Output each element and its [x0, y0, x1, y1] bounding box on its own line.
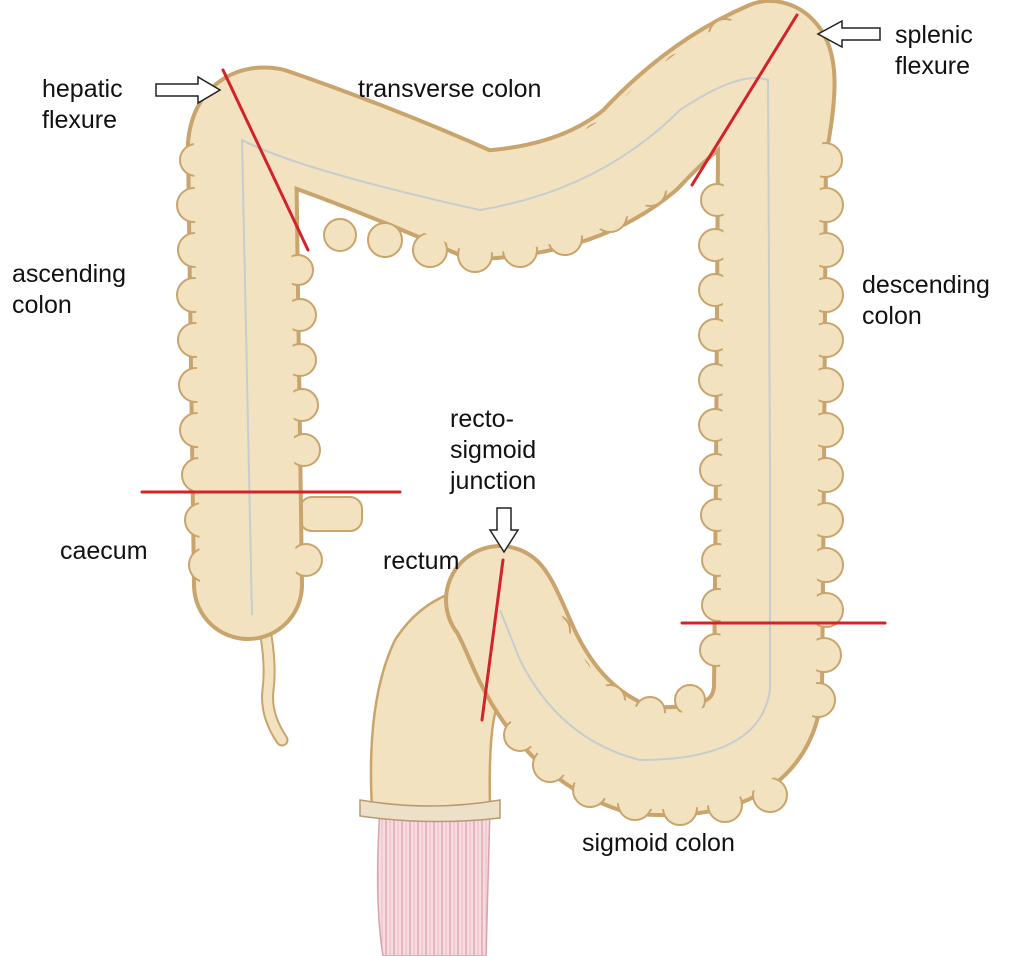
- splenic-flexure-line-1: splenic: [895, 20, 973, 51]
- caecum-label: caecum: [60, 536, 148, 567]
- hepatic-flexure-line-2: flexure: [42, 105, 123, 136]
- rectum-label: rectum: [383, 546, 459, 577]
- descending-colon-line-1: descending: [862, 270, 990, 301]
- hepatic-flexure-line-1: hepatic: [42, 74, 123, 105]
- transverse-colon-label: transverse colon: [358, 74, 541, 105]
- descending-colon-line-2: colon: [862, 301, 990, 332]
- ascending-colon-label: ascending colon: [12, 259, 126, 321]
- anal-canal-tissue: [378, 808, 490, 956]
- hepatic-flexure-label: hepatic flexure: [42, 74, 123, 136]
- ascending-colon-line-1: ascending: [12, 259, 126, 290]
- splenic-flexure-line-2: flexure: [895, 51, 973, 82]
- ileum-stub: [300, 497, 362, 531]
- ascending-colon-line-2: colon: [12, 290, 126, 321]
- splenic-flexure-label: splenic flexure: [895, 20, 973, 82]
- recto-sigmoid-line-1: recto-: [450, 404, 536, 435]
- recto-sigmoid-line-3: junction: [450, 466, 536, 497]
- descending-colon-label: descending colon: [862, 270, 990, 332]
- recto-sigmoid-line-2: sigmoid: [450, 435, 536, 466]
- sigmoid-colon-label: sigmoid colon: [582, 828, 735, 859]
- recto-sigmoid-junction-label: recto- sigmoid junction: [450, 404, 536, 497]
